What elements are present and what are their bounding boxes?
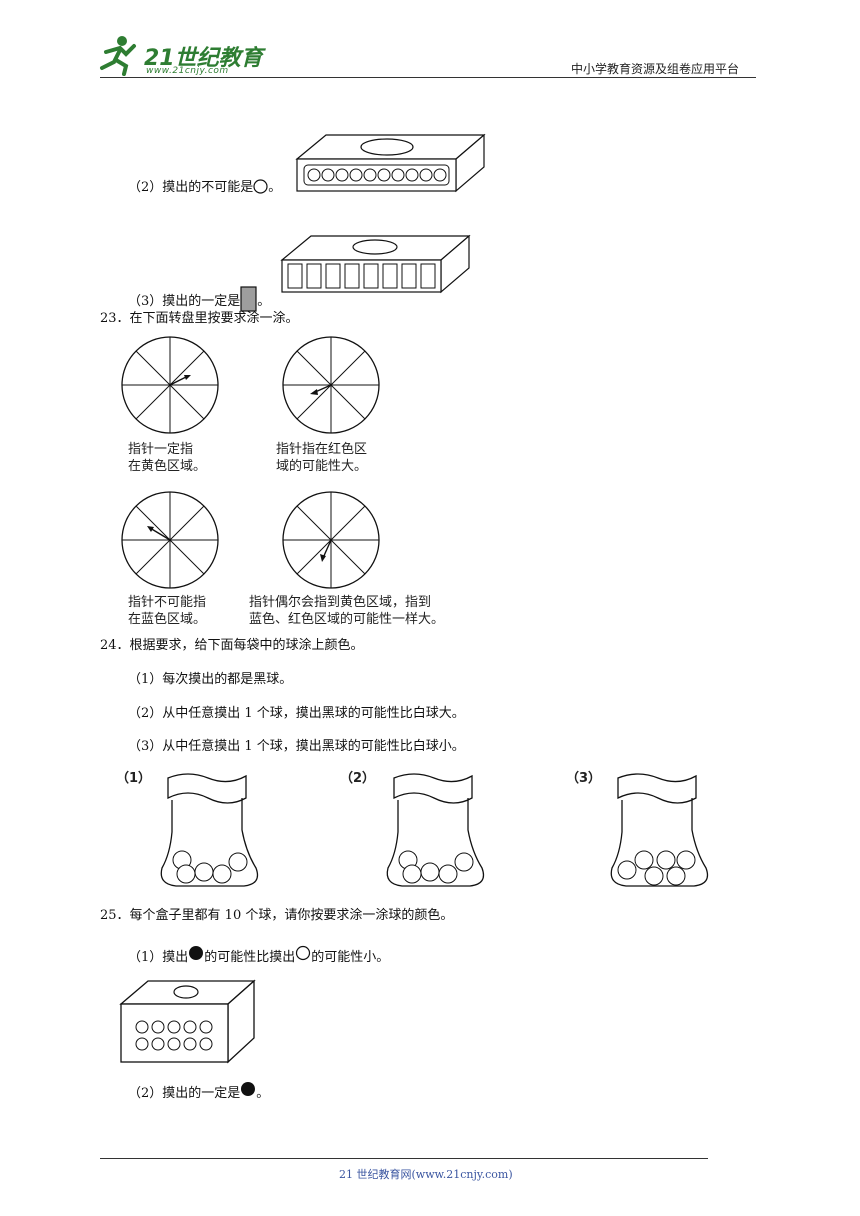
logo-url: www.21cnjy.com [146,66,229,76]
header-divider [100,77,756,78]
spinner-1 [121,336,219,434]
spinner-2-caption: 指针指在红色区 域的可能性大。 [276,441,367,475]
spinner-3-caption-line2: 在蓝色区域。 [128,612,207,627]
q24-title: 24．根据要求，给下面每袋中的球涂上颜色。 [100,638,364,653]
black-ball-icon [188,946,204,969]
q25-item2: （2）摸出的一定是。 [128,1082,270,1105]
q24-item1: （1）每次摸出的都是黑球。 [128,672,293,687]
spinner-3-caption: 指针不可能指 在蓝色区域。 [128,594,206,628]
bag-3-label: （3） [566,771,602,786]
footer-text: 21 世纪教育网(www.21cnjy.com) [339,1168,513,1181]
spinner-4-caption-line2: 蓝色、红色区域的可能性一样大。 [249,612,445,627]
q25-item1-part3: 的可能性小。 [311,950,390,965]
box-with-blocks [280,234,471,294]
q25-item2-end: 。 [256,1086,270,1101]
spinner-4-caption-line1: 指针偶尔会指到黄色区域，指到 [249,595,432,610]
header-right-text: 中小学教育资源及组卷应用平台 [571,62,740,76]
spinner-2-caption-line2: 域的可能性大。 [276,459,368,474]
gray-block-icon [240,282,257,313]
spinner-2 [282,336,380,434]
white-ball-icon [295,945,311,969]
black-ball-icon [240,1082,256,1105]
spinner-3 [121,491,219,589]
spinner-1-caption: 指针一定指 在黄色区域。 [128,441,206,475]
box-with-circles [295,133,486,193]
spinner-2-caption-line1: 指针指在红色区 [276,442,368,457]
spinner-4 [282,491,380,589]
bag-1-label: （1） [116,771,152,786]
q22-item3: （3）摸出的一定是 。 [128,282,270,313]
spinner-3-caption-line1: 指针不可能指 [128,595,207,610]
q22-item3-end: 。 [257,294,271,309]
footer-divider [100,1158,708,1159]
q25-item2-text: （2）摸出的一定是 [128,1086,241,1101]
spinner-1-caption-line2: 在黄色区域。 [128,459,207,474]
q25-item1-part2: 的可能性比摸出 [204,950,296,965]
bag-3 [610,773,709,887]
q24-item3: （3）从中任意摸出 1 个球，摸出黑球的可能性比白球小。 [128,739,465,754]
ten-ball-box [119,979,256,1064]
logo-text: 21世纪教育 [144,46,263,71]
site-logo: 21世纪教育 www.21cnjy.com [96,34,266,76]
q22-item2-text: （2）摸出的不可能是 [128,180,254,195]
q25-item1: （1）摸出的可能性比摸出的可能性小。 [128,945,390,969]
white-circle-icon [253,179,268,199]
spinner-4-caption: 指针偶尔会指到黄色区域，指到 蓝色、红色区域的可能性一样大。 [249,594,444,628]
q22-item2: （2）摸出的不可能是。 [128,179,281,199]
bag-1 [160,773,259,887]
bag-2-label: （2） [340,771,376,786]
spinner-1-caption-line1: 指针一定指 [128,442,194,457]
bag-2 [386,773,485,887]
q22-item2-end: 。 [268,180,282,195]
runner-logo-icon [100,36,136,76]
q23-title: 23．在下面转盘里按要求涂一涂。 [100,311,299,326]
q24-item2: （2）从中任意摸出 1 个球，摸出黑球的可能性比白球大。 [128,706,465,721]
q22-item3-text: （3）摸出的一定是 [128,294,241,309]
q25-title: 25．每个盒子里都有 10 个球，请你按要求涂一涂球的颜色。 [100,908,454,923]
q25-item1-part1: （1）摸出 [128,950,189,965]
